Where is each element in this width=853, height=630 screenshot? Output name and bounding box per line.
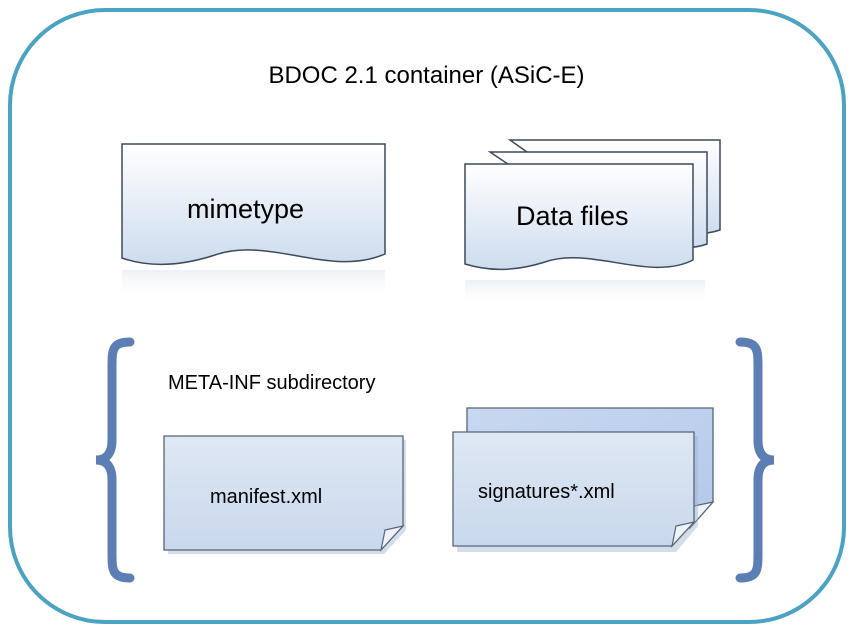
container-border bbox=[8, 8, 846, 624]
signatures-label: signatures*.xml bbox=[478, 481, 615, 503]
mimetype-shape bbox=[121, 143, 386, 266]
right-curly-brace bbox=[735, 337, 775, 583]
mimetype-reflection bbox=[122, 270, 385, 300]
data-files-documents bbox=[464, 139, 721, 305]
signatures-front-fold bbox=[670, 521, 696, 548]
mimetype-document bbox=[121, 143, 386, 300]
mimetype-label: mimetype bbox=[187, 194, 305, 224]
left-curly-brace bbox=[95, 337, 135, 583]
signatures-documents bbox=[452, 407, 715, 552]
manifest-document bbox=[163, 435, 406, 554]
manifest-label: manifest.xml bbox=[210, 486, 323, 508]
manifest-fold bbox=[379, 525, 405, 552]
data-files-label: Data files bbox=[516, 201, 629, 231]
data-files-front-sheet bbox=[464, 163, 694, 271]
container-title: BDOC 2.1 container (ASiC-E) bbox=[268, 62, 585, 89]
data-files-reflection bbox=[465, 280, 705, 305]
meta-inf-label: META-INF subdirectory bbox=[168, 372, 376, 394]
